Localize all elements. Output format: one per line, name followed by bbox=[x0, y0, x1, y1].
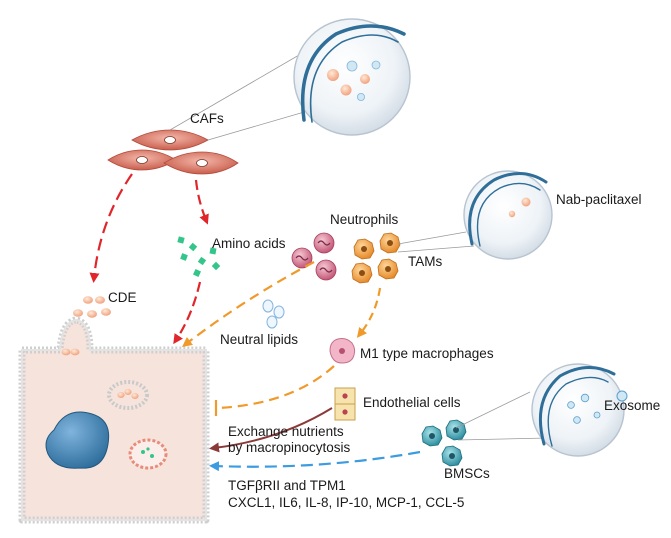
bmsc-cells bbox=[421, 419, 467, 467]
caf-cell bbox=[131, 129, 209, 151]
exchange-nutrients-line2: by macropinocytosis bbox=[228, 440, 351, 455]
red-arrow-amino-acids-to-cell bbox=[173, 281, 202, 345]
neutrophils-label: Neutrophils bbox=[330, 212, 399, 227]
cde-label: CDE bbox=[108, 290, 137, 305]
blue-arrow-bmscs-to-cell bbox=[209, 450, 421, 472]
neutrophil-cells bbox=[291, 232, 337, 281]
tumor-cell bbox=[18, 316, 210, 524]
neutral-lipids-label: Neutral lipids bbox=[220, 332, 299, 347]
orange-inhibition-m1-to-cell bbox=[214, 365, 335, 416]
nab-paclitaxel-label: Nab-paclitaxel bbox=[556, 192, 642, 207]
nab-paclitaxel-vesicle-zoom bbox=[397, 170, 553, 260]
brown-arrow-endothelial-to-cell bbox=[209, 407, 333, 453]
exosome-label: Exosome bbox=[604, 398, 661, 413]
cde-particles bbox=[73, 296, 111, 318]
exchange-nutrients-line1: Exchange nutrients bbox=[228, 424, 344, 439]
endothelial-cells-label: Endothelial cells bbox=[363, 395, 461, 410]
m1-macrophages-label: M1 type macrophages bbox=[360, 346, 494, 361]
tams-label: TAMs bbox=[408, 254, 443, 269]
caf-vesicle-zoom bbox=[169, 18, 411, 141]
m1-macrophage-cell bbox=[329, 338, 356, 364]
neutral-lipid-droplets bbox=[262, 299, 285, 329]
tam-cells bbox=[351, 232, 401, 284]
bmsc-exosome-vesicle-zoom bbox=[455, 363, 628, 457]
amino-acid-particles bbox=[177, 236, 221, 277]
caf-cell bbox=[163, 151, 239, 175]
tgf-receptor-label: TGFβRII and TPM1 bbox=[228, 478, 346, 493]
cde-particles-entry bbox=[61, 348, 80, 356]
cytokines-label: CXCL1, IL6, IL-8, IP-10, MCP-1, CCL-5 bbox=[228, 495, 465, 510]
cafs-label: CAFs bbox=[190, 111, 224, 126]
lysosome bbox=[128, 438, 168, 470]
red-arrow-cafs-to-cde bbox=[89, 173, 133, 283]
exchange-nutrients-label: Exchange nutrients by macropinocytosis bbox=[228, 424, 350, 456]
amino-acids-label: Amino acids bbox=[212, 236, 286, 251]
endothelial-cells bbox=[334, 387, 356, 421]
bmscs-label: BMSCs bbox=[444, 466, 490, 481]
orange-arrow-tams-to-cell bbox=[182, 261, 315, 348]
caf-cell bbox=[107, 149, 177, 171]
orange-arrow-tams-to-m1 bbox=[356, 287, 382, 338]
macropinosome-vesicle bbox=[107, 380, 149, 410]
tumor-nucleus bbox=[45, 411, 110, 469]
red-arrow-cafs-to-amino-acids bbox=[194, 179, 209, 225]
